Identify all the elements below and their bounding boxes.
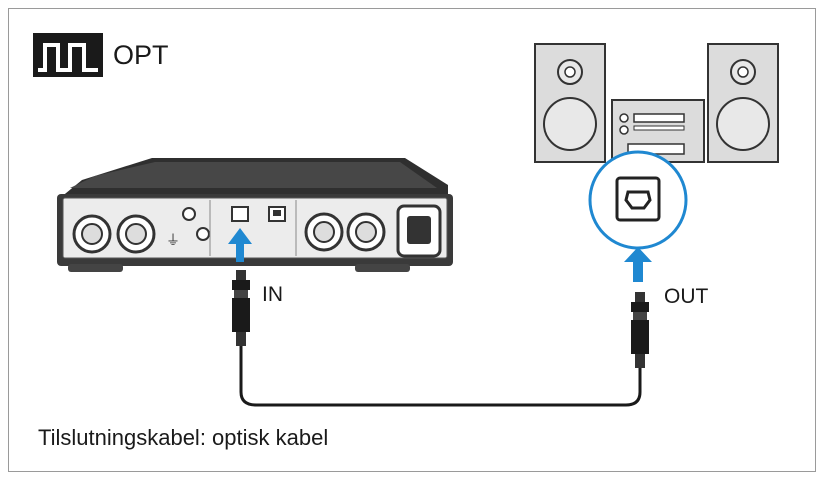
caption: Tilslutningskabel: optisk kabel	[38, 425, 329, 450]
amplifier-device-icon: ⏚	[57, 158, 453, 272]
stereo-system-icon	[534, 43, 779, 163]
cable-icon	[239, 345, 642, 407]
page-title: OPT	[113, 40, 169, 70]
svg-text:⏚: ⏚	[166, 233, 180, 249]
optical-port-icon	[588, 150, 688, 250]
optical-plug-icon	[232, 270, 250, 346]
output-label: OUT	[664, 285, 709, 308]
optical-plug-icon	[631, 292, 649, 368]
optical-signal-icon	[33, 33, 103, 77]
arrow-up-icon	[228, 228, 252, 262]
input-label: IN	[262, 283, 283, 306]
arrow-up-icon	[624, 247, 652, 282]
